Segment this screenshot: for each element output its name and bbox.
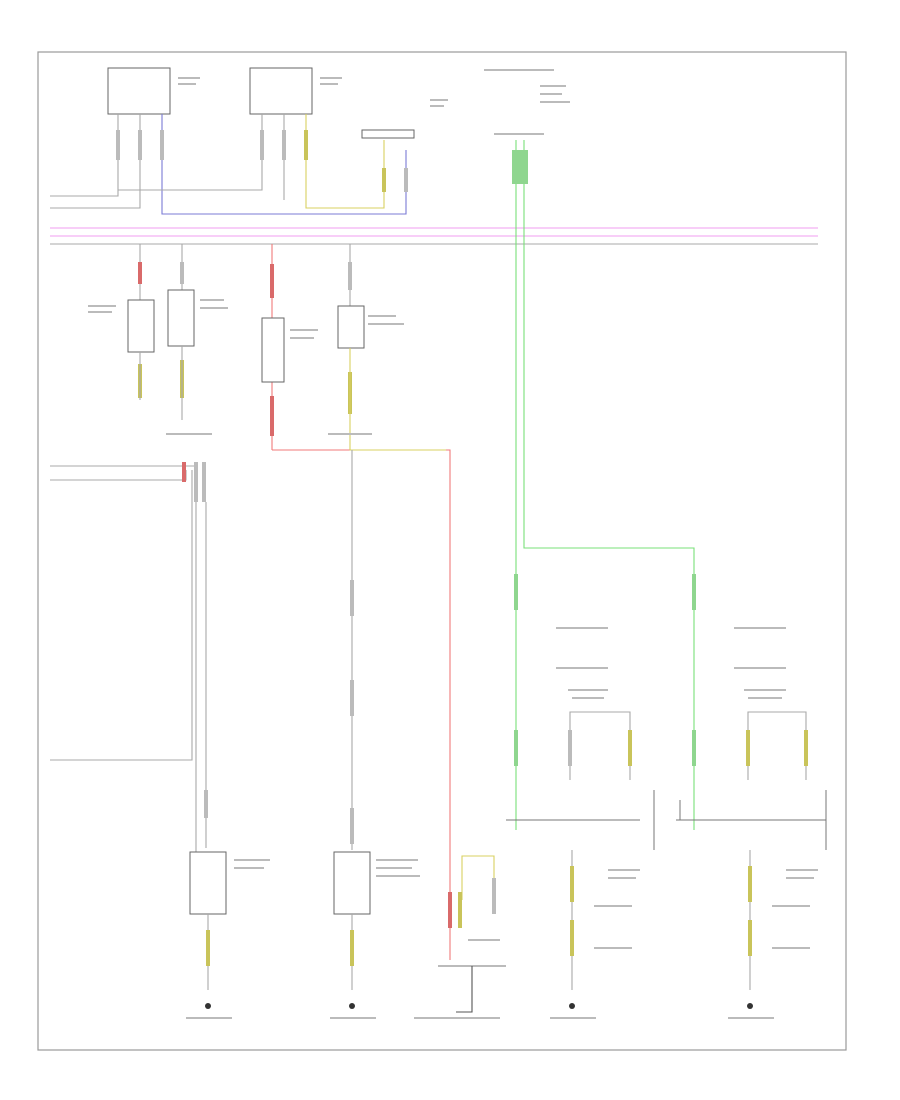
diagram-frame bbox=[37, 51, 847, 1051]
wire-left-module-1 bbox=[50, 114, 119, 197]
speaker-group-left bbox=[506, 574, 655, 1019]
wire-left-feed-3 bbox=[50, 470, 193, 761]
wire-left-module-2 bbox=[50, 114, 141, 209]
component-left-bottom bbox=[186, 502, 270, 1019]
module-box-left bbox=[107, 67, 171, 115]
wire-green-right bbox=[523, 140, 695, 830]
component-middle-bottom bbox=[330, 450, 420, 1019]
pink-bus bbox=[50, 227, 818, 245]
speaker-group-right bbox=[676, 574, 827, 1019]
connector-block-top bbox=[361, 129, 415, 139]
wire-mid-module-2 bbox=[305, 114, 385, 209]
component-middle-red bbox=[261, 244, 451, 960]
wire-left-feed-2 bbox=[50, 470, 187, 481]
wire-left-feed-1 bbox=[50, 465, 197, 860]
component-middle-yellow bbox=[328, 244, 446, 451]
module-labels-top bbox=[178, 69, 570, 107]
connector-stubs-top bbox=[116, 130, 408, 192]
connector-center-bottom bbox=[414, 855, 506, 1019]
switch-group-left bbox=[88, 244, 228, 420]
module-box-middle bbox=[249, 67, 313, 115]
connector-left-junction bbox=[182, 462, 206, 502]
connector-green-top bbox=[512, 150, 528, 184]
